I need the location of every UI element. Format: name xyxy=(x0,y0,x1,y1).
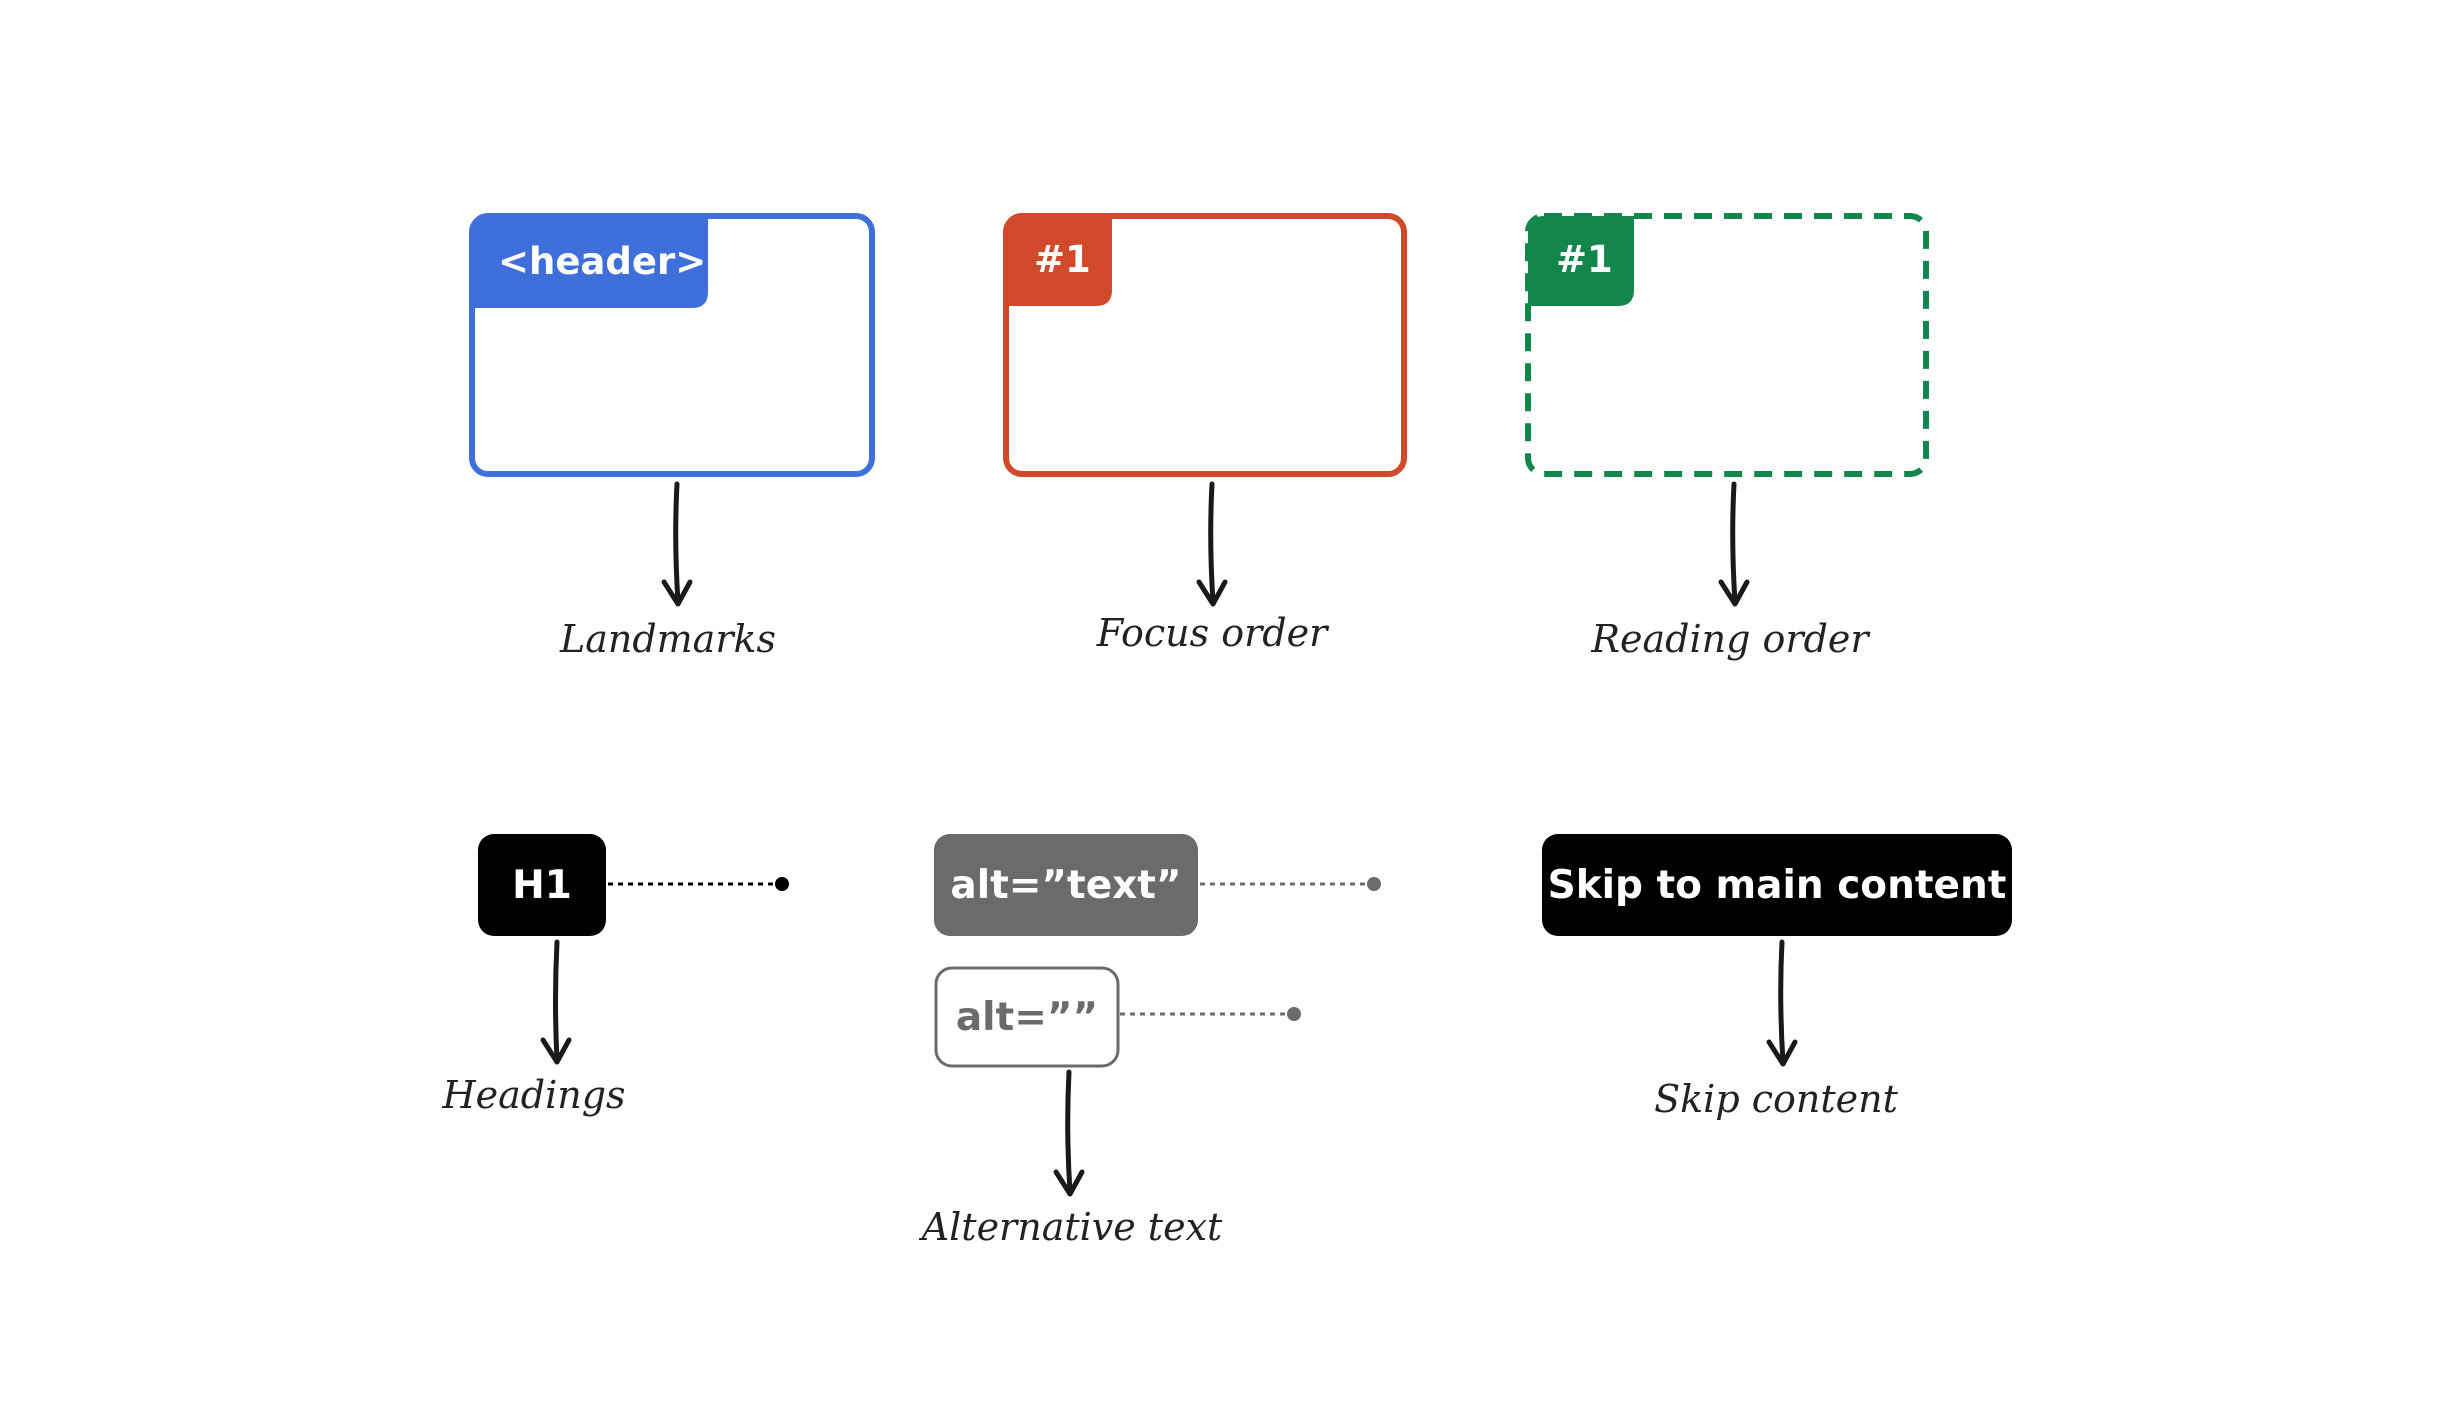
heading-pill-shape xyxy=(478,834,606,936)
alt-text-empty-shape xyxy=(934,966,1120,1068)
reading-order-card-frame xyxy=(1525,213,1929,477)
skip-content-caption: Skip content xyxy=(1654,1077,1898,1121)
heading-pill: H1 xyxy=(478,834,606,936)
focus-order-card: #1 xyxy=(1003,213,1407,477)
alt-text-filled-text: alt=”text” xyxy=(950,863,1181,908)
focus-order-card-frame xyxy=(1003,213,1407,477)
headings-arrow xyxy=(540,939,572,1065)
focus-order-tag-shape xyxy=(1006,216,1112,306)
focus-order-caption: Focus order xyxy=(1096,611,1330,655)
alt-filled-connector-dot xyxy=(1367,877,1381,891)
alt-text-caption: Alternative text xyxy=(919,1205,1223,1249)
alt-text-filled-shape xyxy=(934,834,1198,936)
landmarks-caption: Landmarks xyxy=(559,617,776,661)
reading-order-tag-shape xyxy=(1528,216,1634,306)
landmarks-tag-shape xyxy=(472,216,708,308)
alt-text-empty-pill: alt=”” xyxy=(934,966,1120,1068)
alt-text-arrow xyxy=(1053,1069,1085,1197)
focus-order-arrow xyxy=(1196,481,1228,607)
reading-order-caption: Reading order xyxy=(1590,617,1871,661)
heading-pill-text: H1 xyxy=(512,863,572,908)
alt-text-filled-pill: alt=”text” xyxy=(934,834,1198,936)
skip-content-arrow xyxy=(1766,939,1798,1067)
headings-caption: Headings xyxy=(441,1073,625,1117)
reading-order-arrow xyxy=(1718,481,1750,607)
landmarks-arrow xyxy=(661,481,693,607)
skip-link-text: Skip to main content xyxy=(1548,863,2007,908)
heading-connector-dot xyxy=(775,877,789,891)
landmarks-card: <header> xyxy=(469,213,875,477)
skip-link-pill: Skip to main content xyxy=(1542,834,2012,936)
skip-link-shape xyxy=(1542,834,2012,936)
alt-text-empty-text: alt=”” xyxy=(956,995,1098,1040)
reading-order-card: #1 xyxy=(1525,213,1929,477)
focus-order-tag-text: #1 xyxy=(1034,238,1091,281)
reading-order-tag-text: #1 xyxy=(1556,238,1613,281)
landmarks-tag-text: <header> xyxy=(498,240,706,283)
alt-empty-connector-dot xyxy=(1287,1007,1301,1021)
